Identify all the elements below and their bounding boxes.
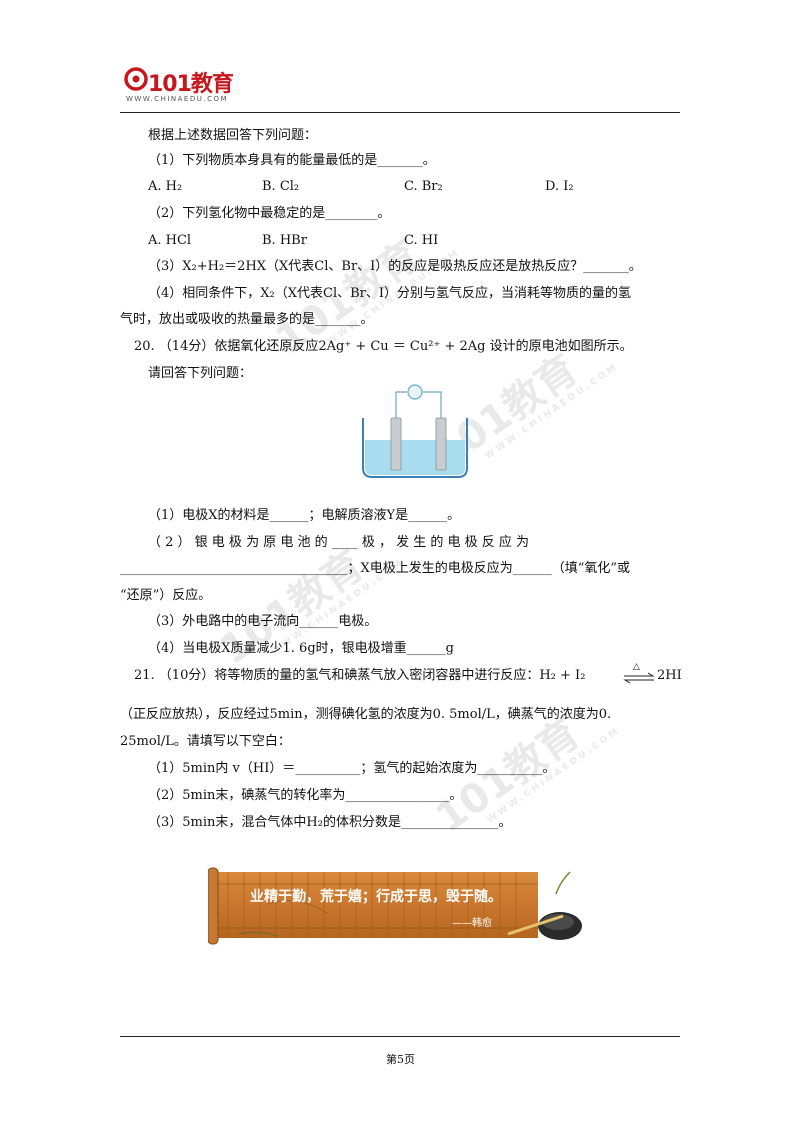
bamboo-scroll-icon	[208, 867, 582, 945]
galvanic-cell-diagram	[362, 384, 468, 478]
header-divider	[120, 112, 680, 113]
problem-20-q1: （1）电极X的材料是______；电解质溶液Y是______。	[148, 508, 461, 523]
problem-21-heading: 21. （10分）将等物质的量的氢气和碘蒸气放入密闭容器中进行反应：H₂ + I…	[134, 668, 586, 683]
question-1: （1）下列物质本身具有的能量最低的是_______。	[148, 153, 436, 168]
question-3: （3）X₂+H₂＝2HX（X代表Cl、Br、I）的反应是吸热反应还是放热反应？_…	[148, 259, 642, 274]
logo-url: WWW.CHINAEDU.COM	[126, 95, 229, 103]
problem-21-product: 2HI	[657, 668, 682, 683]
problem-21-line3: 25mol/L。请填写以下空白：	[120, 734, 291, 749]
option-b: B. Cl₂	[262, 179, 300, 194]
option-c: C. HI	[404, 233, 439, 248]
logo-text: 101教育	[148, 72, 234, 97]
option-c: C. Br₂	[404, 179, 443, 194]
question-4-line2: 气时，放出或吸收的热量最多的是_______。	[120, 312, 374, 327]
equilibrium-arrow-icon	[623, 672, 655, 684]
beaker	[362, 418, 468, 478]
problem-20-q4: （4）当电极X质量减少1. 6g时，银电极增重______g	[148, 641, 454, 656]
problem-20-q2-line1: （ 2 ） 银 电 极 为 原 电 池 的 ____ 极 ， 发 生 的 电 极…	[148, 535, 530, 550]
question-2: （2）下列氢化物中最稳定的是________。	[148, 206, 391, 221]
electrolyte-solution	[365, 440, 465, 475]
wire	[423, 391, 442, 418]
footer-divider	[120, 1036, 680, 1037]
option-d: D. I₂	[545, 179, 574, 194]
heat-symbol: △	[633, 662, 640, 672]
logo-icon	[124, 67, 148, 91]
banner-author: ——韩愈	[452, 918, 492, 929]
problem-21-q2: （2）5min末，碘蒸气的转化率为________________。	[148, 788, 463, 803]
problem-20-q2-line3: “还原”）反应。	[120, 588, 212, 603]
problem-21-q3: （3）5min末，混合气体中H₂的体积分数是_______________。	[148, 815, 512, 830]
option-a: A. HCl	[148, 233, 192, 248]
problem-21-line2: （正反应放热），反应经过5min，测得碘化氢的浓度为0. 5mol/L，碘蒸气的…	[120, 707, 612, 722]
page-number: 第5页	[386, 1053, 415, 1066]
logo: 101教育 WWW.CHINAEDU.COM	[120, 62, 260, 110]
problem-20-subheading: 请回答下列问题：	[148, 366, 253, 381]
option-b: B. HBr	[262, 233, 307, 248]
problem-20-q2-line2: ___________________________________；X电极上…	[120, 561, 631, 576]
problem-20-q3: （3）外电路中的电子流向______电极。	[148, 614, 378, 629]
quote-banner: 业精于勤，荒于嬉；行成于思，毁于随。 ——韩愈	[208, 864, 584, 948]
intro-text: 根据上述数据回答下列问题：	[148, 128, 318, 143]
question-4-line1: （4）相同条件下，X₂（X代表Cl、Br、I）分别与氢气反应，当消耗等物质的量的…	[148, 286, 631, 301]
electrode-x	[390, 417, 402, 471]
ammeter-icon	[407, 384, 423, 400]
banner-quote: 业精于勤，荒于嬉；行成于思，毁于随。	[250, 889, 502, 905]
electrode-ag	[435, 417, 447, 471]
wire	[395, 391, 407, 418]
reversible-arrow: △	[622, 662, 656, 684]
option-a: A. H₂	[148, 179, 183, 194]
problem-21-q1: （1）5min内 v（HI）＝__________；氢气的起始浓度为______…	[148, 761, 556, 776]
problem-20-heading: 20. （14分）依据氧化还原反应2Ag⁺ + Cu ＝ Cu²⁺ + 2Ag …	[134, 339, 633, 354]
